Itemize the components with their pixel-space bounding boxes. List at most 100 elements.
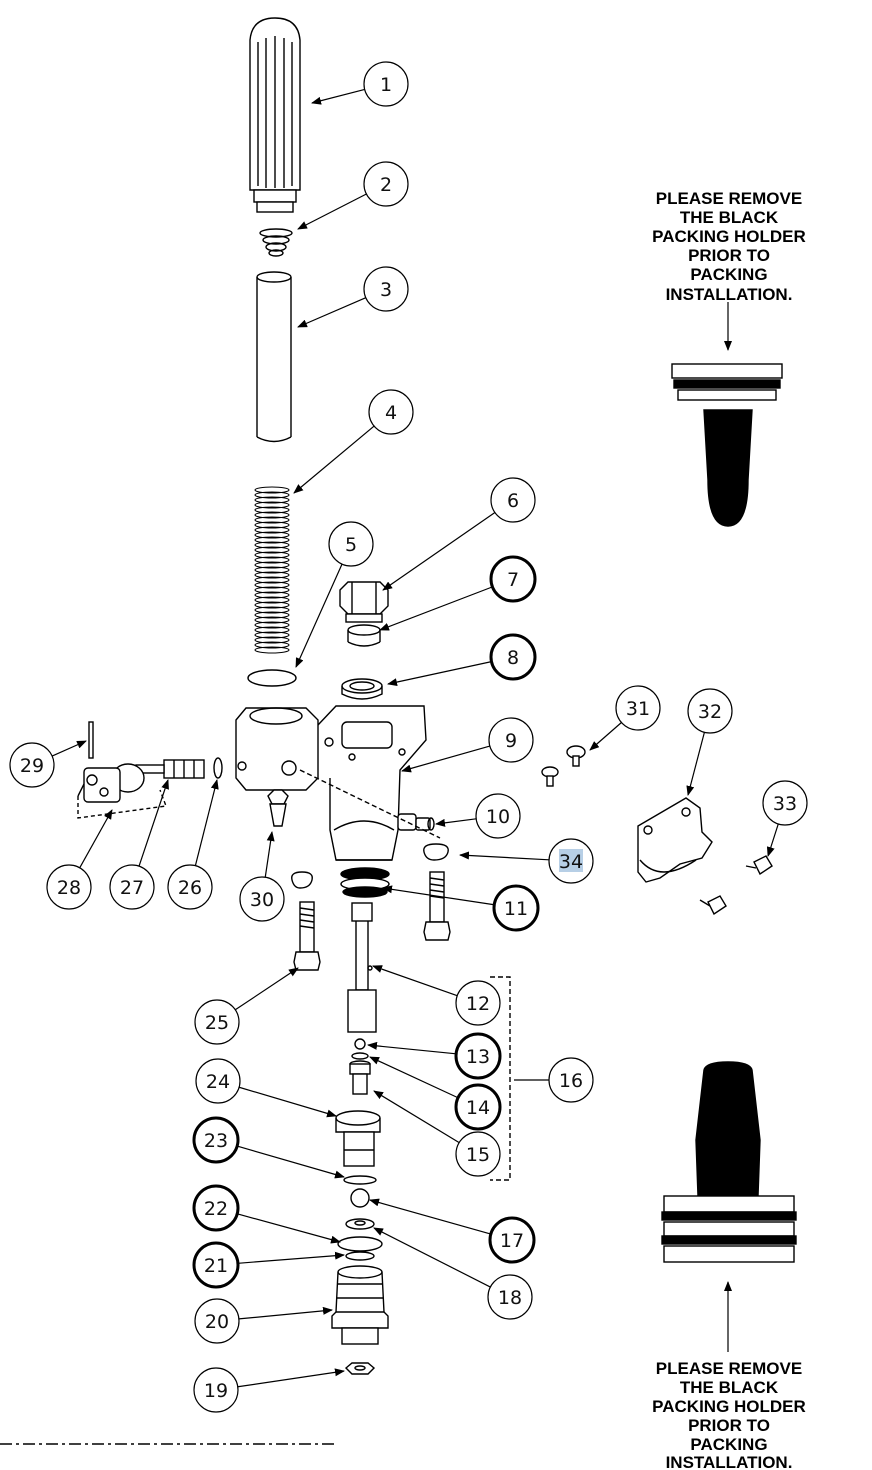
leader-15 (373, 1090, 460, 1144)
leader-30 (264, 831, 275, 878)
callout-32: 32 (687, 688, 733, 734)
callout-label-17: 17 (500, 1230, 524, 1252)
callout-label-27: 27 (120, 877, 144, 899)
note-bottom-line-1: PLEASE REMOVE (656, 1359, 802, 1378)
callout-circle-20 (194, 1298, 240, 1344)
spring-coil (254, 541, 290, 549)
side-valve-part (135, 759, 205, 779)
oring-5-part (247, 669, 297, 687)
callout-6: 6 (490, 477, 536, 523)
packing-11-part (340, 867, 390, 898)
callout-circle-8 (489, 633, 537, 681)
spring-coil (254, 621, 290, 629)
callout-label-21: 21 (204, 1255, 228, 1277)
callout-label-2: 2 (380, 174, 392, 196)
callout-circle-7 (489, 555, 537, 603)
leader-27 (138, 779, 169, 867)
callout-26: 26 (167, 864, 213, 910)
note-bottom-line-5: PACKING (690, 1435, 767, 1454)
hex-nut-part (339, 581, 389, 623)
leader-13 (367, 1041, 457, 1055)
tube-part (256, 271, 292, 443)
leader-10 (435, 818, 477, 827)
leader-34 (459, 851, 550, 861)
callout-group: 1234567891011121314151617181920212223242… (9, 61, 808, 1413)
oring-23-part (343, 1175, 377, 1185)
spring-coil (254, 596, 290, 604)
callout-10: 10 (475, 793, 521, 839)
callout-circle-5 (328, 521, 374, 567)
note-top-line-5: PACKING (690, 265, 767, 284)
callout-14: 14 (454, 1083, 502, 1131)
leader-21 (237, 1251, 345, 1264)
note-top-line-2: THE BLACK (680, 208, 779, 227)
spring-coil (254, 576, 290, 584)
callout-circle-11 (492, 884, 540, 932)
leader-18 (373, 1227, 491, 1288)
callout-label-11: 11 (504, 898, 528, 920)
nut-19-part (344, 1362, 376, 1375)
lock-washer-34-part (423, 843, 449, 861)
callout-circle-21 (192, 1241, 240, 1289)
leader-33 (766, 823, 779, 857)
callout-19: 19 (193, 1367, 239, 1413)
pump-body-part (235, 705, 427, 861)
callout-label-14: 14 (466, 1097, 490, 1119)
callout-label-12: 12 (466, 993, 490, 1015)
spring-coil (254, 516, 290, 524)
leader-28 (79, 809, 113, 869)
dashed-guide-9 (299, 769, 441, 839)
callout-label-25: 25 (205, 1012, 229, 1034)
callout-highlight-34 (559, 849, 583, 872)
spring-coil (254, 536, 290, 544)
callout-24: 24 (195, 1058, 241, 1104)
screws-31-part (541, 745, 586, 787)
callout-8: 8 (489, 633, 537, 681)
spring-coil (254, 626, 290, 634)
callout-circle-18 (487, 1274, 533, 1320)
callout-17: 17 (488, 1216, 536, 1264)
callout-label-23: 23 (204, 1130, 228, 1152)
spring-coil (254, 561, 290, 569)
spring-coil (254, 601, 290, 609)
callout-circle-4 (368, 389, 414, 435)
spring-coil (254, 646, 290, 654)
note-top-line-3: PACKING HOLDER (652, 227, 806, 246)
callout-circle-6 (490, 477, 536, 523)
callout-label-7: 7 (507, 569, 519, 591)
note-top-line-4: PRIOR TO (688, 246, 770, 265)
callout-circle-22 (192, 1184, 240, 1232)
callout-1: 1 (363, 61, 409, 107)
leader-8 (387, 661, 492, 687)
spring-coil (254, 566, 290, 574)
oring-26-part (213, 757, 223, 779)
leader-23 (236, 1145, 345, 1179)
callout-label-20: 20 (205, 1311, 229, 1333)
callout-29: 29 (9, 742, 55, 788)
callout-34: 34 (548, 838, 594, 884)
callout-9: 9 (488, 717, 534, 763)
callout-23: 23 (192, 1116, 240, 1164)
fitting-part (397, 813, 435, 831)
leader-7 (379, 586, 493, 631)
callout-label-30: 30 (250, 889, 274, 911)
bolts-33-part (699, 855, 773, 916)
leader-9 (401, 745, 491, 773)
callout-circle-9 (488, 717, 534, 763)
spring-coil (254, 511, 290, 519)
callout-circle-30 (239, 876, 285, 922)
callout-13: 13 (454, 1032, 502, 1080)
note-top: PLEASE REMOVE THE BLACK PACKING HOLDER P… (652, 189, 806, 304)
callout-circle-16 (548, 1057, 594, 1103)
callout-label-24: 24 (206, 1071, 230, 1093)
leader-14 (369, 1056, 459, 1099)
small-spring-part (259, 228, 293, 257)
callout-18: 18 (487, 1274, 533, 1320)
grease-fitting-part (267, 789, 289, 827)
spring-coil (254, 486, 290, 494)
leader-26 (194, 779, 219, 866)
callout-circle-19 (193, 1367, 239, 1413)
bolt-25-part (293, 901, 321, 971)
oring-22-part (337, 1236, 383, 1252)
